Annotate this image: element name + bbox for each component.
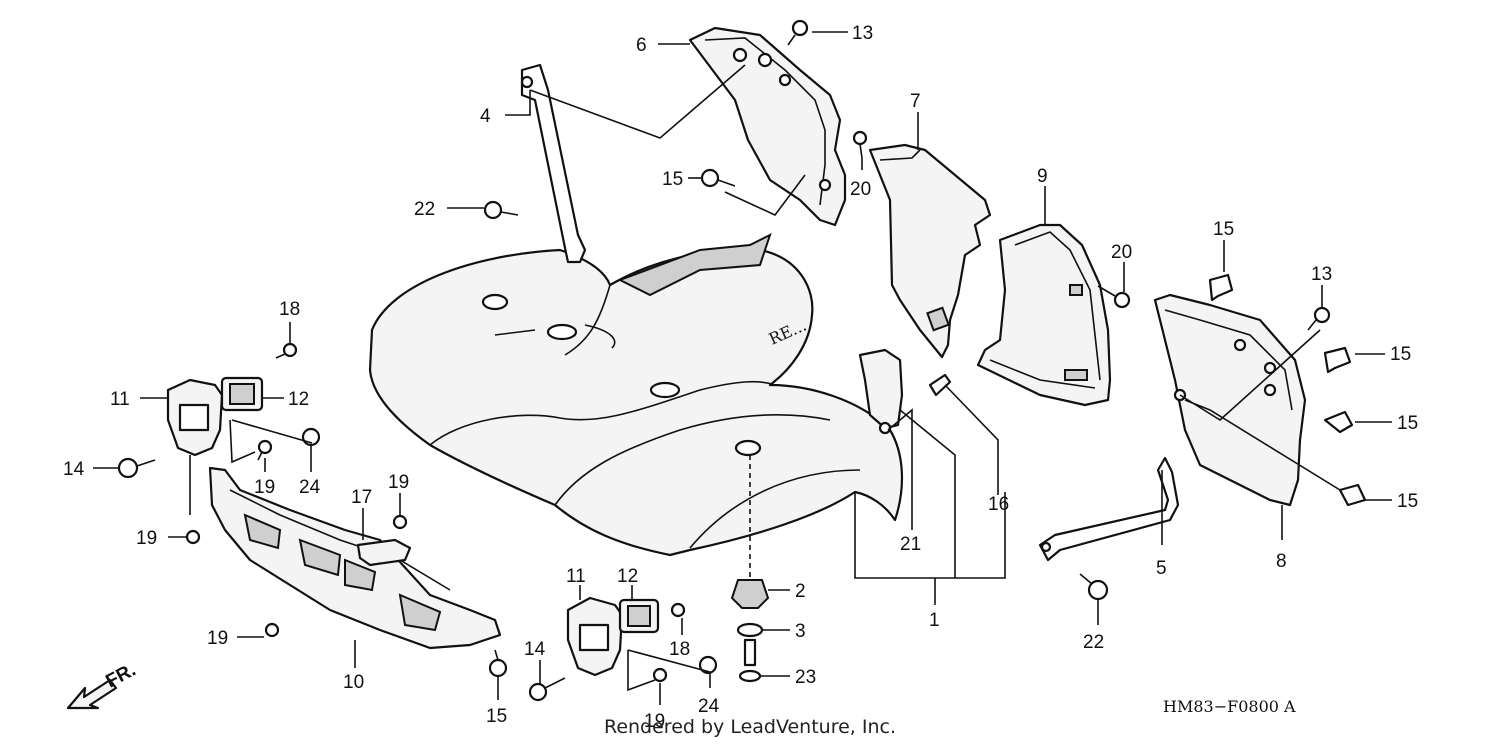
bolt-19-e: [652, 667, 668, 683]
right-stay-bracket: [1038, 456, 1180, 562]
bolt-13-top: [787, 19, 809, 46]
callout-4: 4: [480, 106, 491, 127]
callout-14: 14: [524, 639, 546, 660]
callout-numbers: 6 13 4 7 15 20 22 9 15 20 13 15 15 15 18…: [63, 23, 1418, 732]
callout-14: 14: [63, 459, 85, 480]
rubber-mount-stack: [730, 579, 770, 683]
callout-15: 15: [1397, 413, 1418, 434]
callout-18: 18: [279, 299, 300, 320]
clip: [928, 373, 952, 397]
callout-13: 13: [852, 23, 873, 44]
bolt-15-left: [700, 168, 736, 188]
callout-19: 19: [644, 711, 665, 732]
callout-15: 15: [1213, 219, 1234, 240]
bolt-14-left: [117, 457, 156, 479]
callout-10: 10: [343, 672, 364, 693]
left-side-cover: [688, 26, 847, 227]
callout-2: 2: [795, 581, 806, 602]
callout-11: 11: [110, 389, 130, 410]
bolt-19-d: [264, 622, 280, 638]
bolt-22-left: [483, 200, 519, 220]
callout-15: 15: [662, 169, 683, 190]
callout-22: 22: [414, 199, 435, 220]
bolt-19-b: [185, 529, 201, 545]
callout-24: 24: [698, 696, 720, 717]
bolt-22-right: [1079, 573, 1109, 601]
callout-24: 24: [299, 477, 321, 498]
callout-15: 15: [1397, 491, 1418, 512]
callout-19: 19: [388, 472, 409, 493]
callout-8: 8: [1276, 551, 1287, 572]
callout-12: 12: [617, 566, 638, 587]
callout-20: 20: [1111, 242, 1132, 263]
callout-19: 19: [254, 477, 275, 498]
callout-1: 1: [929, 610, 940, 631]
bolt-14-bottom: [528, 677, 566, 702]
clip-15-c: [1323, 410, 1354, 434]
clip-15-b: [1323, 346, 1352, 374]
bolt-18-top: [275, 342, 298, 359]
diagram-code: HM83−F0800 A: [1163, 697, 1296, 716]
callout-12: 12: [288, 389, 309, 410]
callout-23: 23: [795, 667, 816, 688]
small-bracket: [356, 538, 412, 567]
callout-11: 11: [566, 566, 586, 587]
footer-credit: Rendered by LeadVenture, Inc.: [603, 716, 897, 738]
bolt-20-right: [1097, 285, 1131, 309]
callout-21: 21: [900, 534, 921, 555]
front-fender: RE...: [368, 233, 903, 557]
connector-right: [618, 598, 660, 634]
bolt-13-right: [1307, 306, 1331, 331]
bolt-19-a: [257, 439, 273, 461]
callout-9: 9: [1037, 166, 1048, 187]
callout-19: 19: [207, 628, 228, 649]
connector-left: [220, 376, 264, 412]
bolt-15-bottom: [488, 649, 508, 678]
bolt-20-left: [852, 130, 868, 159]
callout-13: 13: [1311, 264, 1332, 285]
callout-18: 18: [669, 639, 690, 660]
nut-24-b: [698, 655, 718, 675]
right-side-cover: [1153, 293, 1307, 507]
headlight-bracket-left: [166, 378, 224, 515]
front-grille: [208, 466, 502, 650]
bolt-19-c: [392, 514, 408, 530]
gasket-plate: [858, 348, 904, 435]
clip-15-d: [1338, 483, 1367, 507]
callout-15: 15: [486, 706, 507, 727]
callout-20: 20: [850, 179, 871, 200]
callout-19: 19: [136, 528, 157, 549]
inner-panel-left: [868, 143, 992, 359]
inner-panel-right: [976, 223, 1112, 407]
callout-17: 17: [351, 487, 372, 508]
left-stay-bracket: [520, 63, 587, 264]
leader-lines: [93, 31, 1392, 705]
headlight-bracket-right: [566, 596, 624, 677]
callout-7: 7: [910, 91, 921, 112]
front-direction-arrow-icon: FR.: [66, 660, 139, 710]
callout-16: 16: [988, 494, 1009, 515]
clip-15-a: [1208, 273, 1234, 302]
callout-5: 5: [1156, 558, 1167, 579]
callout-15: 15: [1390, 344, 1411, 365]
callout-6: 6: [636, 35, 647, 56]
callout-22: 22: [1083, 632, 1104, 653]
callout-3: 3: [795, 621, 806, 642]
bolt-18-bottom: [670, 602, 686, 618]
